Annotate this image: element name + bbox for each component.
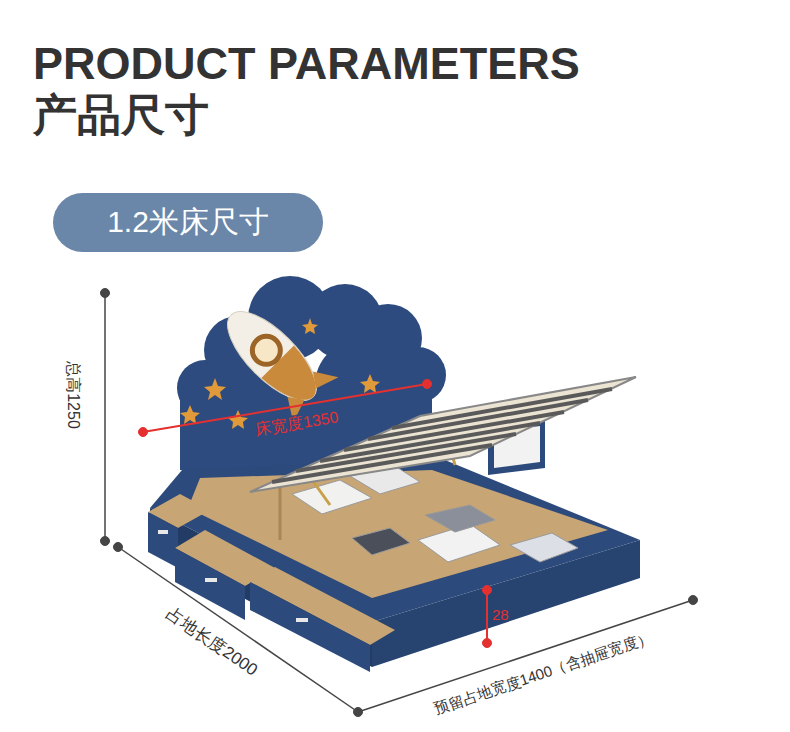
- lifted-platform: [250, 377, 636, 492]
- stars: [180, 318, 380, 429]
- pill-text: 1.2米床尺寸: [107, 202, 269, 243]
- bed-frame: [150, 458, 640, 667]
- title: PRODUCT PARAMETERS: [33, 38, 580, 90]
- drawers: [148, 494, 395, 672]
- subtitle: 产品尺寸: [33, 90, 209, 141]
- dimension-label: 总高1250: [64, 361, 82, 429]
- dimension-label: 28: [492, 606, 509, 623]
- stored-items: [292, 466, 578, 562]
- title-pill: 1.2米床尺寸: [53, 193, 323, 252]
- dimension-label: 占地长度2000: [163, 604, 261, 680]
- moon: [386, 360, 420, 403]
- width-measure: [139, 380, 492, 648]
- dimension-lines: [101, 289, 698, 717]
- dimension-label: 预留占地宽度1400（含抽屉宽度）: [432, 629, 654, 718]
